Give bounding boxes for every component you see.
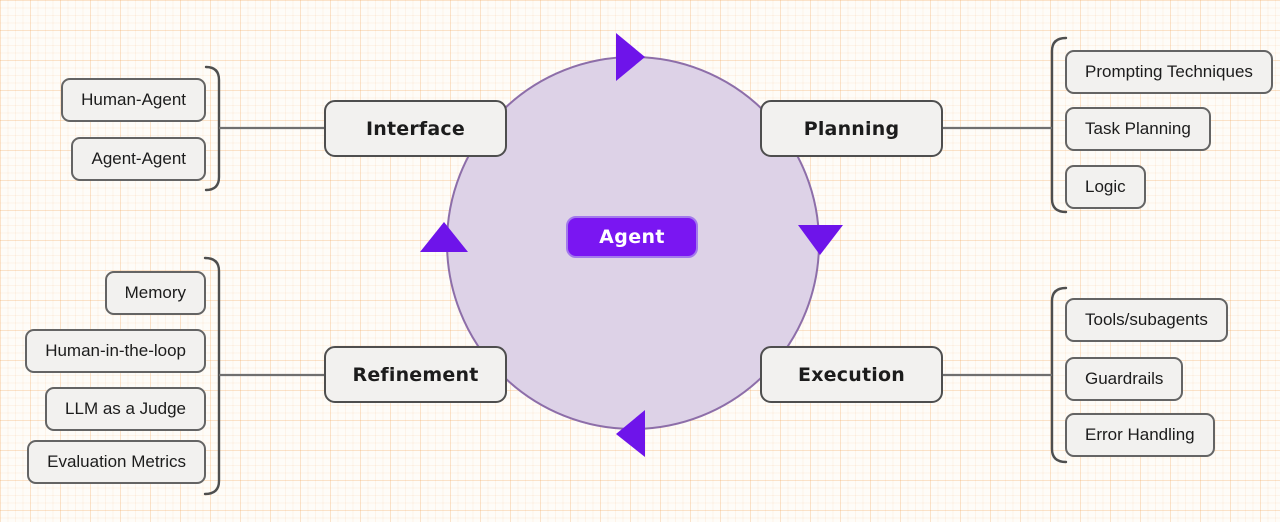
node-agent-agent[interactable]: Agent-Agent [71, 137, 206, 181]
node-evaluation-metrics[interactable]: Evaluation Metrics [27, 440, 206, 484]
node-execution[interactable]: Execution [760, 346, 943, 403]
node-refinement[interactable]: Refinement [324, 346, 507, 403]
node-guardrails[interactable]: Guardrails [1065, 357, 1184, 401]
cycle-arrow-left-icon [420, 222, 468, 252]
node-task-planning[interactable]: Task Planning [1065, 107, 1211, 151]
cycle-arrow-top-icon [616, 33, 645, 81]
cycle-arrow-bottom-icon [616, 410, 645, 457]
node-memory[interactable]: Memory [104, 271, 206, 315]
bracket-planning [1050, 36, 1068, 214]
node-llm-as-a-judge[interactable]: LLM as a Judge [45, 387, 206, 431]
bracket-refinement [203, 256, 221, 496]
node-error-handling[interactable]: Error Handling [1065, 413, 1215, 457]
node-prompting-techniques[interactable]: Prompting Techniques [1065, 50, 1273, 94]
bracket-execution [1050, 286, 1068, 464]
node-logic[interactable]: Logic [1065, 165, 1146, 209]
cycle-arrow-right-icon [798, 225, 843, 255]
node-human-agent[interactable]: Human-Agent [61, 78, 206, 122]
node-tools-subagents[interactable]: Tools/subagents [1065, 298, 1228, 342]
node-human-in-the-loop[interactable]: Human-in-the-loop [25, 329, 206, 373]
bracket-interface [204, 65, 221, 192]
node-agent[interactable]: Agent [566, 216, 698, 258]
node-planning[interactable]: Planning [760, 100, 943, 157]
node-interface[interactable]: Interface [324, 100, 507, 157]
